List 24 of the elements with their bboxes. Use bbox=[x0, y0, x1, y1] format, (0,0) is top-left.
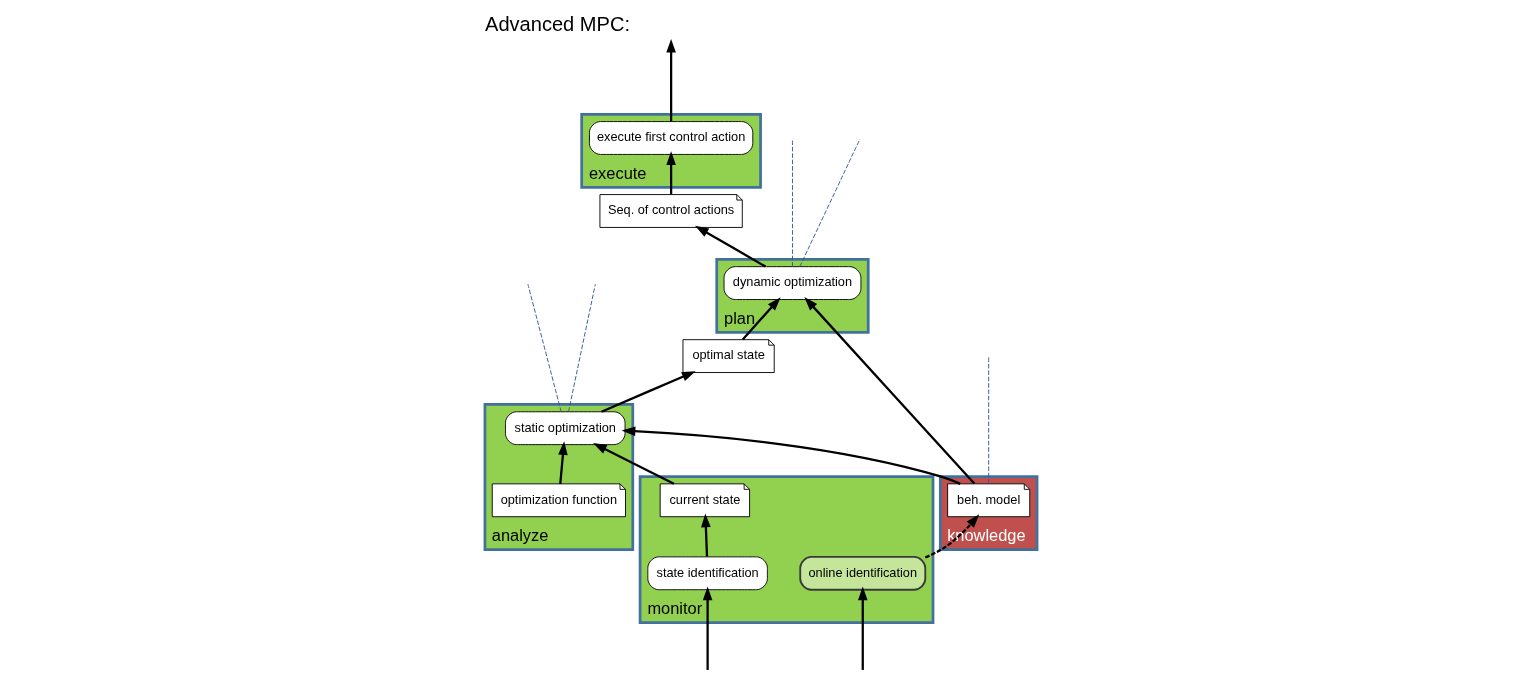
arrow bbox=[601, 371, 696, 413]
arrow bbox=[593, 443, 675, 485]
connector bbox=[988, 356, 990, 485]
node-box: online identification bbox=[799, 555, 927, 591]
diagram-title: Advanced MPC: bbox=[485, 13, 630, 36]
connector bbox=[527, 283, 562, 413]
node-box: execute first control action bbox=[589, 121, 754, 155]
arrow bbox=[741, 297, 781, 341]
node-box: state identification bbox=[647, 556, 768, 591]
arrow bbox=[694, 225, 767, 268]
arrow bbox=[621, 426, 961, 485]
arrow bbox=[702, 586, 713, 670]
arrow bbox=[666, 151, 676, 195]
arrow bbox=[558, 441, 568, 484]
connector bbox=[792, 138, 793, 268]
arrow bbox=[924, 514, 980, 559]
arrow bbox=[804, 297, 976, 485]
arrow bbox=[701, 513, 711, 557]
connector bbox=[568, 283, 596, 413]
arrow bbox=[666, 38, 676, 122]
node-box: static optimization bbox=[505, 411, 626, 446]
node-box: dynamic optimization bbox=[723, 266, 862, 300]
arrow bbox=[857, 586, 868, 670]
connector bbox=[799, 138, 861, 268]
